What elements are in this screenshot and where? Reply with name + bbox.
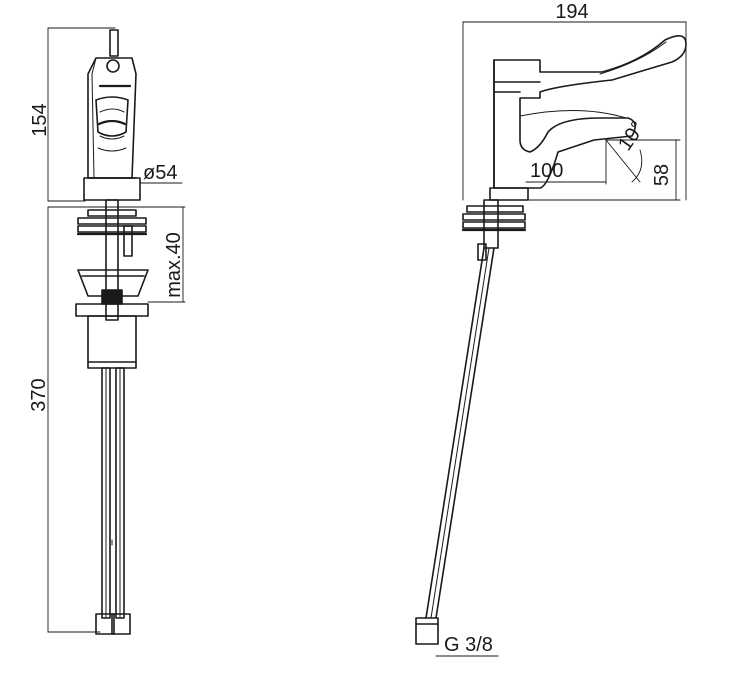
spout-height-label: 154: [29, 103, 51, 136]
hose-fitting-left: [95, 613, 115, 635]
lever-stub: [109, 29, 119, 57]
front-view: 154 ø54 370 max.40: [28, 27, 186, 635]
thread-label: G 3/8: [444, 634, 493, 656]
lever-pivot: [106, 59, 120, 73]
washer-top: [87, 209, 137, 217]
hose-length-label: 370: [28, 378, 50, 411]
diameter-label: ø54: [143, 162, 177, 184]
deck-thickness-label: max.40: [163, 232, 185, 298]
reach-label: 100: [530, 160, 563, 182]
angle-label: 10°: [614, 117, 649, 154]
dim-154: 154: [29, 27, 116, 202]
flex-hoses-front: [101, 367, 125, 619]
hose-fitting-side: [415, 617, 439, 645]
spout-face: [95, 96, 129, 137]
faucet-body-side: [493, 35, 687, 189]
outlet-height-label: 58: [651, 164, 673, 186]
faucet-body-front: [87, 57, 137, 179]
flex-hose-side: [425, 247, 495, 619]
side-base: [489, 187, 529, 201]
hose-fitting-right: [111, 613, 131, 635]
fixing-nut: [77, 269, 149, 297]
base-plate: [83, 177, 141, 201]
side-view: 194 100 10° 58: [415, 1, 687, 657]
depth-label: 194: [555, 1, 588, 23]
